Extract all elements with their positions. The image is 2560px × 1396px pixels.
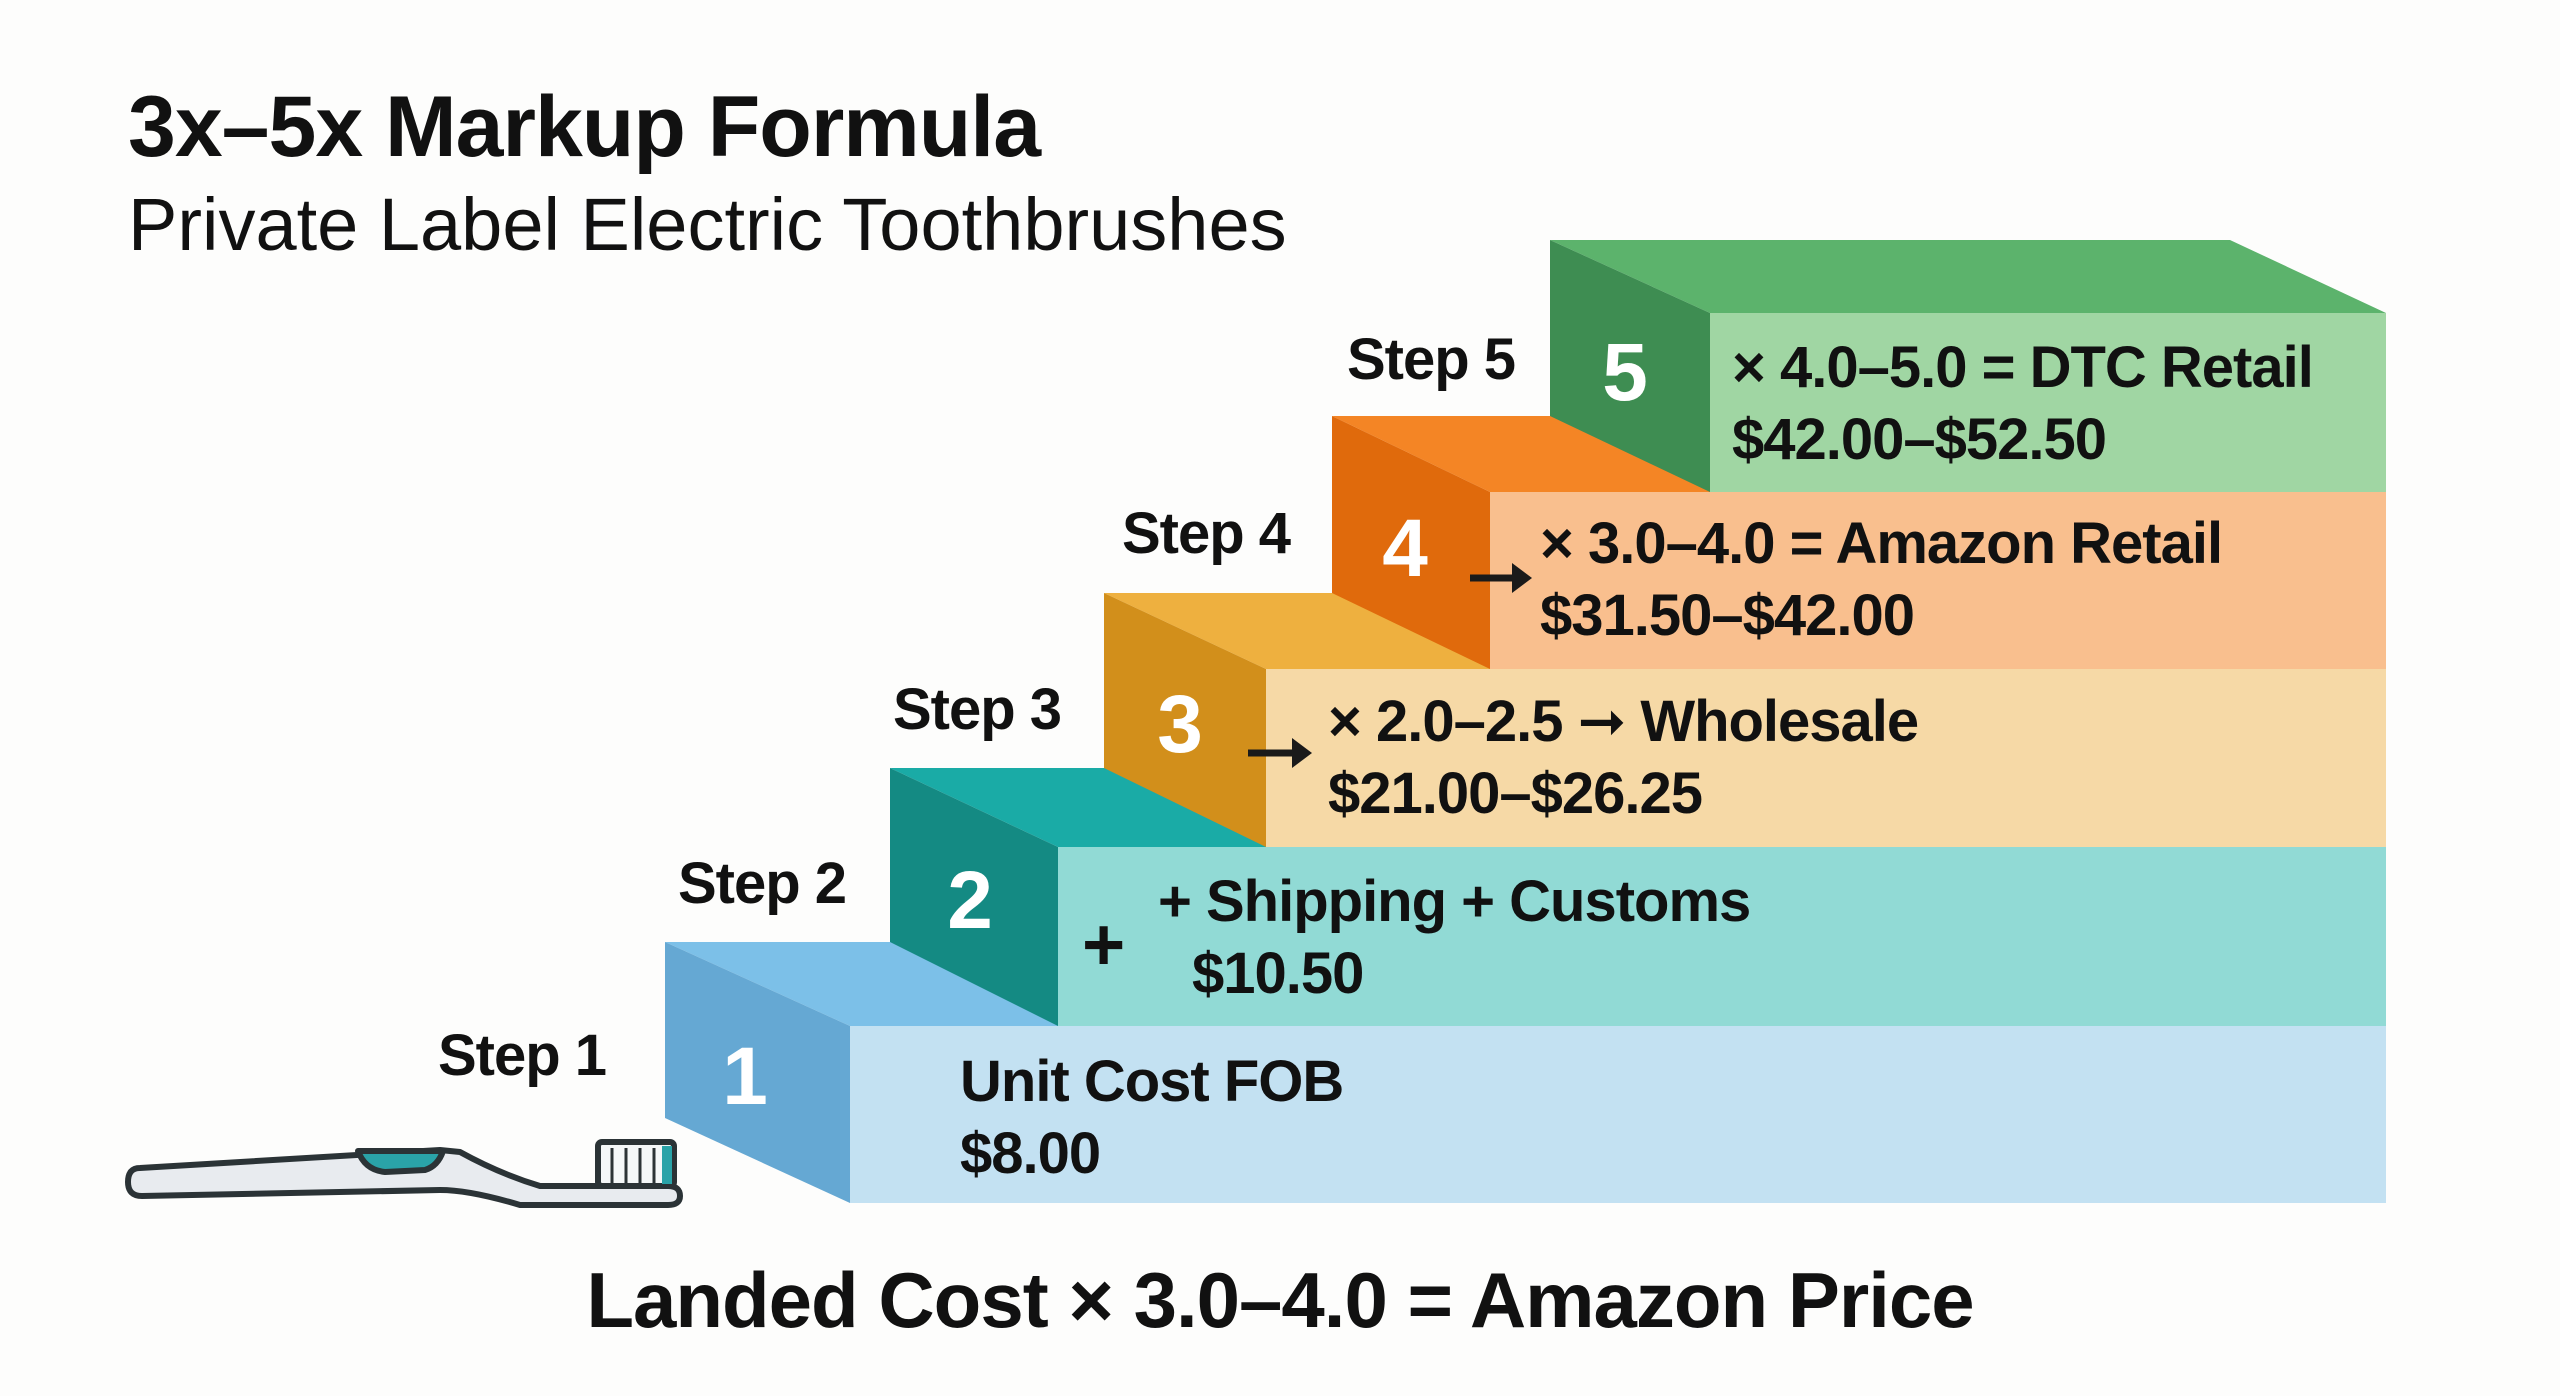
step-4-front-face (1490, 492, 2386, 669)
step-1-description: Unit Cost FOB $8.00 (960, 1046, 1344, 1190)
step-1-top-face (665, 942, 1058, 1026)
step-3-block (1104, 593, 2386, 847)
step-4-value: $31.50–$42.00 (1540, 583, 1915, 648)
step-5-top-face (1550, 240, 2386, 313)
step-2-title: + Shipping + Customs (1158, 869, 1751, 934)
step-2-block (890, 768, 2386, 1026)
page-subtitle: Private Label Electric Toothbrushes (128, 183, 1287, 266)
step-4-number: 4 (1382, 503, 1428, 594)
arrow-icon-step-3 (1248, 738, 1312, 768)
step-3-top-face (1104, 593, 1490, 669)
step-5-description: × 4.0–5.0 = DTC Retail $42.00–$52.50 (1732, 332, 2314, 476)
step-1-side-face (665, 942, 850, 1203)
step-2-value: $10.50 (1192, 941, 1364, 1006)
arrow-icon-step-4 (1470, 563, 1532, 593)
step-1-label: Step 1 (438, 1023, 607, 1088)
step-1-front-face (850, 1026, 2386, 1203)
step-3-number: 3 (1157, 679, 1203, 770)
step-3-side-face (1104, 593, 1266, 847)
step-4-label: Step 4 (1122, 501, 1291, 566)
step-1-block (665, 942, 2386, 1203)
step-2-number: 2 (947, 855, 993, 946)
step-2-front-face (1058, 847, 2386, 1026)
step-5-number: 5 (1602, 327, 1648, 418)
step-2-top-face (890, 768, 1266, 847)
step-1-number: 1 (722, 1031, 768, 1122)
step-2-side-face (890, 768, 1058, 1026)
step-3-value: $21.00–$26.25 (1328, 761, 1703, 826)
step-1-value: $8.00 (960, 1121, 1101, 1186)
step-3-front-face (1266, 669, 2386, 847)
step-2-label: Step 2 (678, 851, 847, 916)
plus-icon-step-2: + (1082, 903, 1126, 986)
step-3-label: Step 3 (893, 677, 1062, 742)
page-title: 3x–5x Markup Formula (128, 79, 1041, 175)
step-4-side-face (1332, 416, 1490, 669)
step-5-block (1550, 240, 2386, 492)
summary-formula: Landed Cost × 3.0–4.0 = Amazon Price (586, 1256, 1974, 1344)
step-3-description: × 2.0–2.5 ➞ Wholesale $21.00–$26.25 (1328, 686, 1919, 830)
step-5-label: Step 5 (1347, 327, 1516, 392)
toothbrush-icon (125, 1139, 683, 1208)
step-1-title: Unit Cost FOB (960, 1049, 1344, 1114)
step-2-description: + Shipping + Customs $10.50 (1158, 866, 1751, 1010)
step-5-side-face (1550, 240, 1710, 492)
step-4-title: × 3.0–4.0 = Amazon Retail (1540, 511, 2223, 576)
step-4-description: × 3.0–4.0 = Amazon Retail $31.50–$42.00 (1540, 508, 2223, 652)
step-5-title: × 4.0–5.0 = DTC Retail (1732, 335, 2314, 400)
step-3-title: × 2.0–2.5 ➞ Wholesale (1328, 689, 1919, 754)
step-4-top-face (1332, 416, 1710, 492)
step-5-value: $42.00–$52.50 (1732, 407, 2107, 472)
step-4-block (1332, 416, 2386, 669)
step-5-front-face (1710, 313, 2386, 492)
